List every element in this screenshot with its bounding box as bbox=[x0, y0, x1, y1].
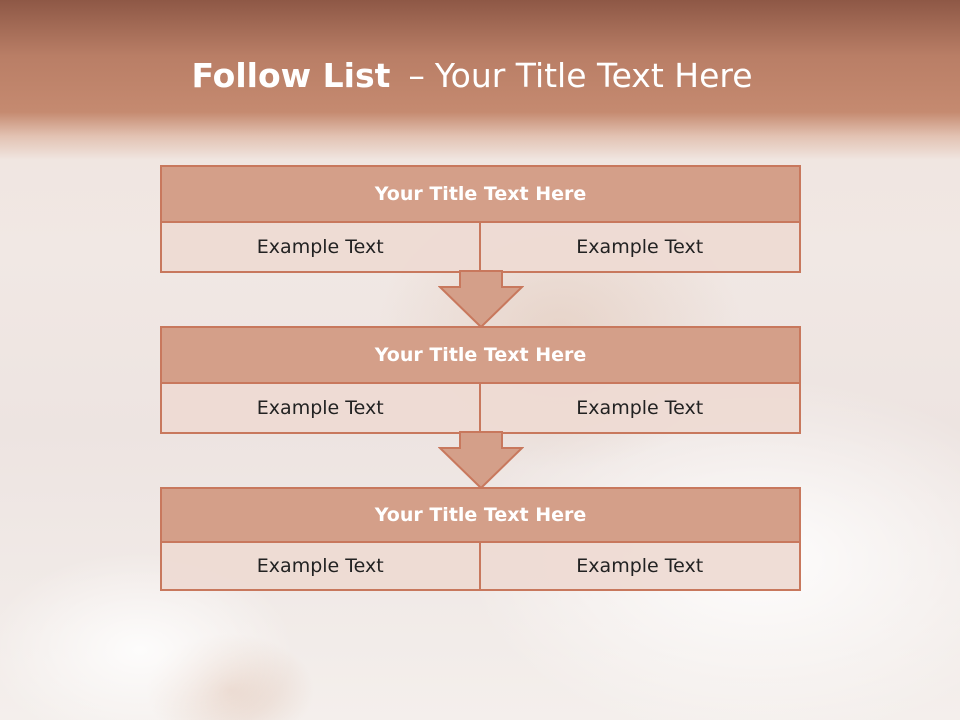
block-row: Example Text Example Text bbox=[160, 384, 801, 434]
block-row: Example Text Example Text bbox=[160, 543, 801, 591]
slide-title-dash: – bbox=[408, 56, 425, 95]
list-block-3: Your Title Text Here Example Text Exampl… bbox=[160, 487, 801, 591]
block-cell-right: Example Text bbox=[480, 223, 801, 273]
slide-title: Follow List–Your Title Text Here bbox=[0, 54, 944, 98]
block-title: Your Title Text Here bbox=[160, 165, 801, 223]
list-block-1: Your Title Text Here Example Text Exampl… bbox=[160, 165, 801, 273]
block-cell-right: Example Text bbox=[480, 543, 801, 591]
block-title: Your Title Text Here bbox=[160, 326, 801, 384]
list-block-2: Your Title Text Here Example Text Exampl… bbox=[160, 326, 801, 434]
header-band bbox=[0, 0, 960, 160]
block-cell-right: Example Text bbox=[480, 384, 801, 434]
down-arrow-icon bbox=[438, 270, 524, 328]
slide-title-strong: Follow List bbox=[191, 56, 391, 95]
block-cell-left: Example Text bbox=[160, 223, 481, 273]
block-cell-left: Example Text bbox=[160, 384, 481, 434]
block-title: Your Title Text Here bbox=[160, 487, 801, 543]
block-cell-left: Example Text bbox=[160, 543, 481, 591]
down-arrow-icon bbox=[438, 431, 524, 489]
slide-title-rest: Your Title Text Here bbox=[434, 56, 753, 95]
block-row: Example Text Example Text bbox=[160, 223, 801, 273]
